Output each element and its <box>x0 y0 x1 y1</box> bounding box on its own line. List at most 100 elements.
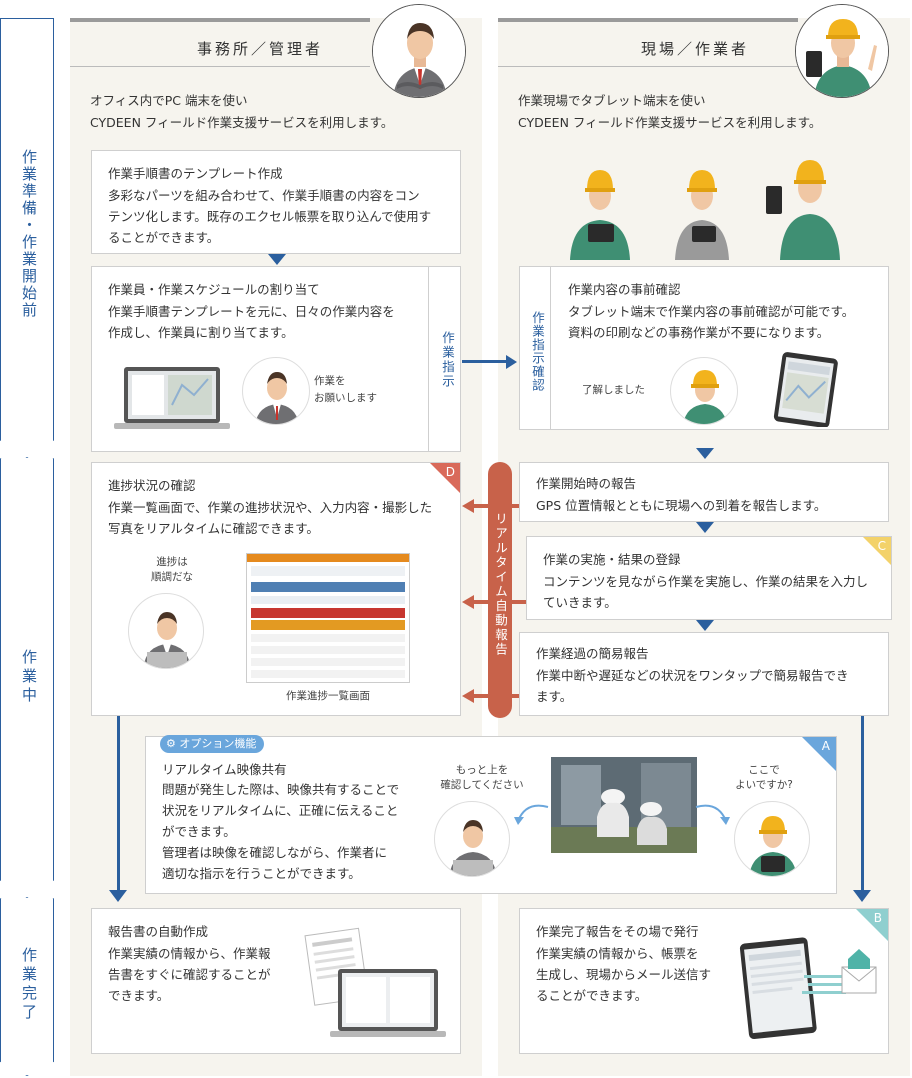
screen-row-orange <box>251 620 405 630</box>
screen-row-red <box>251 608 405 618</box>
schedule-body-line1: 作業手順書テンプレートを元に、日々の作業内容を <box>108 304 395 319</box>
phase-prep: 作業準備・作業開始前 <box>0 18 54 458</box>
completion-corner <box>856 909 888 941</box>
schedule-body-line2: 作成し、作業員に割り当てます。 <box>108 325 294 340</box>
field-intro-line2: CYDEEN フィールド作業支援サービスを利用します。 <box>518 115 822 130</box>
completion-body: 作業実績の情報から、帳票を 生成し、現場からメール送信す ることができます。 <box>536 943 736 1006</box>
execution-title: 作業の実施・結果の登録 <box>543 552 681 567</box>
option-speech-right: ここで よいですか? <box>714 763 814 793</box>
realtime-report-bar <box>488 462 512 718</box>
manager-laptop-avatar <box>128 593 204 669</box>
option-title: リアルタイム映像共有 <box>162 762 287 777</box>
option-body: 問題が発生した際は、映像共有することで 状況をリアルタイムに、正確に伝えること … <box>162 779 422 884</box>
option-body-line5: 適切な指示を行うことができます。 <box>162 866 361 881</box>
manager-video-avatar <box>434 801 510 877</box>
schedule-body: 作業手順書テンプレートを元に、日々の作業内容を 作成し、作業員に割り当てます。 <box>108 301 438 343</box>
completion-body-line3: ることができます。 <box>536 988 648 1003</box>
schedule-speech-line1: 作業を <box>314 375 346 387</box>
precheck-side-label: 作業指示確認 <box>530 311 545 392</box>
screen-row-3 <box>251 646 405 654</box>
auto-report-title: 報告書の自動作成 <box>108 924 209 939</box>
gear-icon: ⚙ <box>166 737 180 750</box>
option-speech-right-line2: よいですか? <box>735 779 793 791</box>
completion-body-line1: 作業実績の情報から、帳票を <box>536 946 699 961</box>
report-arrow-2-head <box>462 595 474 609</box>
option-box: A ⚙ オプション機能 リアルタイム映像共有 問題が発生した際は、映像共有するこ… <box>145 735 837 894</box>
report-arrow-3-line <box>474 694 492 698</box>
completion-title: 作業完了報告をその場で発行 <box>536 924 699 939</box>
down-arrow-4 <box>696 620 714 631</box>
option-badge-label: オプション機能 <box>179 737 257 750</box>
template-body-line3: ることができます。 <box>108 230 220 245</box>
schedule-speech: 作業を お願いします <box>314 373 404 407</box>
auto-report-body-line3: できます。 <box>108 988 170 1003</box>
interim-body-line2: ます。 <box>536 689 573 704</box>
progress-speech-line1: 進捗は <box>156 556 188 568</box>
field-flow-line <box>861 716 864 892</box>
report-arrow-1-line <box>474 504 492 508</box>
report-arrow-2-line <box>474 600 492 604</box>
precheck-body-line2: 資料の印刷などの事務作業が不要になります。 <box>568 325 830 340</box>
phase-during: 作業中 <box>0 458 54 898</box>
auto-report-body-line1: 作業実績の情報から、作業報 <box>108 946 271 961</box>
video-flow-arrows <box>514 804 730 825</box>
auto-report-body: 作業実績の情報から、作業報 告書をすぐに確認することが できます。 <box>108 943 308 1006</box>
phase-during-label: 作業中 <box>20 649 38 706</box>
field-header-line <box>498 18 798 22</box>
option-badge: ⚙ オプション機能 <box>160 735 265 753</box>
auto-report-box: 報告書の自動作成 作業実績の情報から、作業報 告書をすぐに確認することが できま… <box>91 908 461 1054</box>
start-report-box: 作業開始時の報告 GPS 位置情報とともに現場への到着を報告します。 <box>519 462 889 522</box>
progress-speech: 進捗は 順調だな <box>132 555 212 585</box>
template-box: 作業手順書のテンプレート作成 多彩なパーツを組み合わせて、作業手順書の内容をコン… <box>91 150 461 254</box>
field-intro-line1: 作業現場でタブレット端末を使い <box>518 93 706 108</box>
office-intro-line2: CYDEEN フィールド作業支援サービスを利用します。 <box>90 115 394 130</box>
instruction-label: 作業指示 <box>440 331 455 389</box>
worker-group-illustration <box>560 150 860 260</box>
template-body: 多彩なパーツを組み合わせて、作業手順書の内容をコン テンツ化します。既存のエクセ… <box>108 185 458 248</box>
completion-box: B 作業完了報告をその場で発行 作業実績の情報から、帳票を 生成し、現場からメー… <box>519 908 889 1054</box>
start-report-title: 作業開始時の報告 <box>536 476 637 491</box>
report-arrow-1-head <box>462 499 474 513</box>
progress-body: 作業一覧画面で、作業の進捗状況や、入力内容・撮影した 写真をリアルタイムに確認で… <box>108 497 458 539</box>
office-intro-line1: オフィス内でPC 端末を使い <box>90 93 248 108</box>
realtime-report-label: リアルタイム自動報告 <box>493 512 508 657</box>
office-header-underline <box>70 66 370 67</box>
office-intro: オフィス内でPC 端末を使い CYDEEN フィールド作業支援サービスを利用しま… <box>90 90 470 134</box>
field-column-title: 現場／作業者 <box>640 40 749 58</box>
completion-body-line2: 生成し、現場からメール送信す <box>536 967 712 982</box>
precheck-divider <box>550 267 551 429</box>
interim-title: 作業経過の簡易報告 <box>536 646 649 661</box>
progress-body-line2: 写真をリアルタイムに確認できます。 <box>108 521 319 536</box>
progress-list-screen <box>246 553 410 683</box>
laptop-illustration <box>112 365 232 435</box>
tablet-illustration <box>770 351 842 428</box>
manager-small-avatar <box>242 357 310 425</box>
report-document-illustration <box>302 919 452 1045</box>
screen-header-bar <box>247 554 409 562</box>
field-flow-head <box>853 890 871 902</box>
template-body-line1: 多彩なパーツを組み合わせて、作業手順書の内容をコン <box>108 188 420 203</box>
interim-body: 作業中断や遅延などの状況をワンタップで簡易報告でき ます。 <box>536 665 886 707</box>
manager-avatar <box>372 4 466 98</box>
execution-body: コンテンツを見ながら作業を実施し、作業の結果を入力し ていきます。 <box>543 571 887 613</box>
office-column-title: 事務所／管理者 <box>196 40 323 58</box>
template-body-line2: テンツ化します。既存のエクセル帳票を取り込んで使用す <box>108 209 432 224</box>
option-speech-left: もっと上を 確認してください <box>432 763 532 793</box>
precheck-body-line1: タブレット端末で作業内容の事前確認が可能です。 <box>568 304 855 319</box>
progress-corner-letter: D <box>445 465 455 479</box>
precheck-box: 作業指示確認 作業内容の事前確認 タブレット端末で作業内容の事前確認が可能です。… <box>519 266 889 430</box>
start-report-body: GPS 位置情報とともに現場への到着を報告します。 <box>536 498 827 513</box>
interim-body-line1: 作業中断や遅延などの状況をワンタップで簡易報告でき <box>536 668 849 683</box>
progress-box: D 進捗状況の確認 作業一覧画面で、作業の進捗状況や、入力内容・撮影した 写真を… <box>91 462 461 716</box>
execution-box: C 作業の実施・結果の登録 コンテンツを見ながら作業を実施し、作業の結果を入力し… <box>526 536 892 620</box>
progress-corner <box>430 463 460 493</box>
precheck-speech: 了解しました <box>582 384 645 396</box>
screen-row-4 <box>251 658 405 666</box>
worker-video-avatar <box>734 801 810 877</box>
instruction-arrow-line <box>462 360 508 363</box>
precheck-title: 作業内容の事前確認 <box>568 282 681 297</box>
option-body-line1: 問題が発生した際は、映像共有することで <box>162 782 400 797</box>
execution-corner <box>863 537 891 565</box>
option-corner-letter: A <box>821 739 830 753</box>
option-speech-right-line1: ここで <box>748 764 780 776</box>
